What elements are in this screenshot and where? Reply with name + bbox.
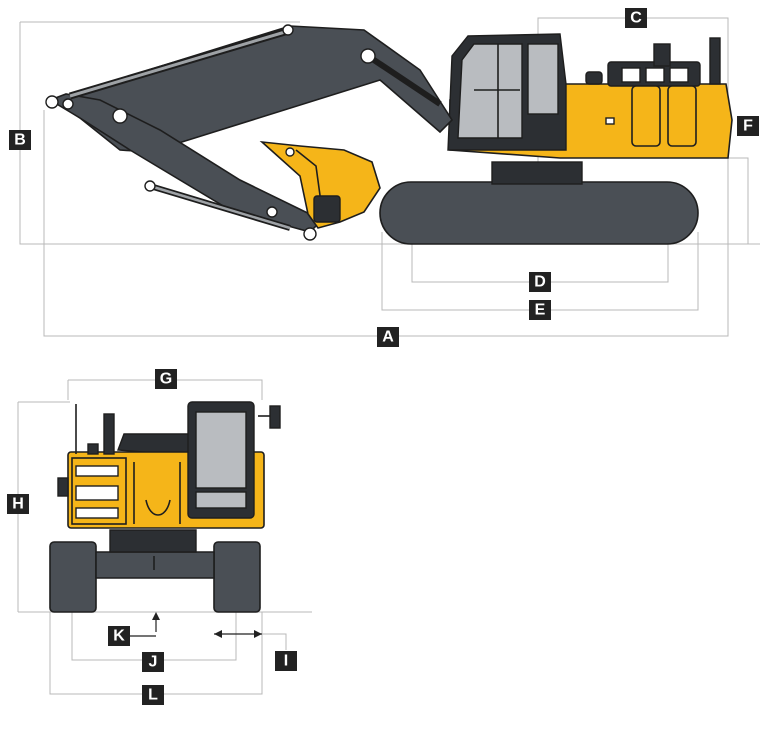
- svg-text:F: F: [743, 118, 753, 135]
- svg-text:I: I: [284, 653, 288, 670]
- svg-text:C: C: [630, 10, 642, 27]
- side-track-frame: [491, 161, 583, 185]
- side-view: [19, 17, 760, 337]
- front-track-left: [49, 541, 97, 613]
- side-bucket: [259, 140, 381, 229]
- label-k: K: [108, 626, 130, 646]
- side-boom: [50, 25, 454, 153]
- front-undercarriage: [95, 551, 215, 579]
- label-c: C: [625, 8, 647, 28]
- svg-text:A: A: [382, 329, 394, 346]
- svg-text:J: J: [149, 654, 158, 671]
- front-track-right: [213, 541, 261, 613]
- label-i: I: [275, 651, 297, 671]
- front-view: [17, 379, 312, 695]
- dimension-i-arrows: [214, 630, 262, 638]
- side-mirror: [709, 37, 721, 85]
- front-mirror: [269, 405, 281, 429]
- svg-text:G: G: [160, 371, 172, 388]
- svg-text:H: H: [12, 496, 24, 513]
- front-cab-window: [195, 411, 247, 489]
- label-a: A: [377, 327, 399, 347]
- side-exhaust-stack: [653, 43, 671, 67]
- svg-text:K: K: [113, 628, 125, 645]
- side-cab-window: [457, 43, 523, 139]
- label-l: L: [142, 685, 164, 705]
- svg-text:L: L: [148, 687, 158, 704]
- label-g: G: [155, 369, 177, 389]
- label-d: D: [529, 272, 551, 292]
- svg-text:D: D: [534, 274, 546, 291]
- label-f: F: [737, 116, 759, 136]
- dimension-k-arrow: [130, 612, 160, 637]
- svg-text:E: E: [535, 302, 546, 319]
- label-j: J: [142, 652, 164, 672]
- label-h: H: [7, 494, 29, 514]
- side-track: [379, 181, 699, 245]
- svg-text:B: B: [14, 132, 26, 149]
- label-b: B: [9, 130, 31, 150]
- label-e: E: [529, 300, 551, 320]
- front-exhaust-stack: [103, 413, 115, 455]
